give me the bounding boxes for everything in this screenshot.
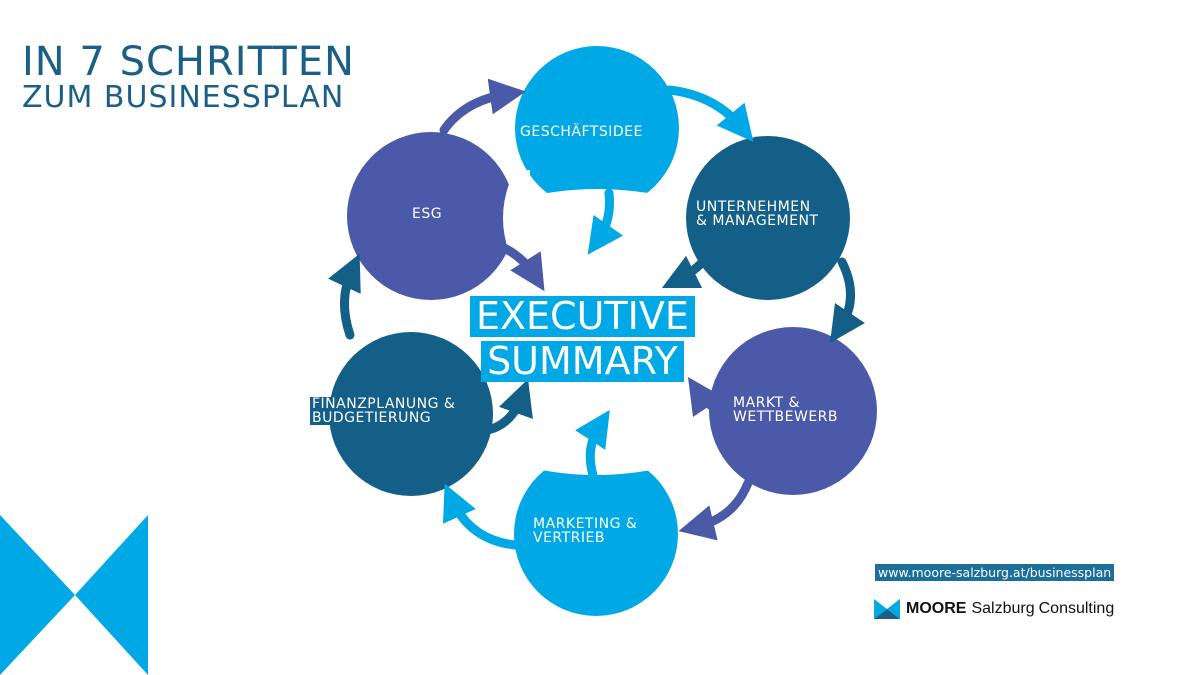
- step-label-line: BUDGETIERUNG: [310, 410, 434, 426]
- arrow-icon: [485, 237, 545, 292]
- title-line-2: ZUM BUSINESSPLAN: [22, 80, 345, 115]
- arrow-icon: [678, 478, 753, 541]
- arrow-icon: [439, 78, 526, 135]
- brand-moore: MOORE: [906, 600, 967, 617]
- step-label-line: FINANZPLANUNG &: [310, 396, 458, 412]
- step-label-line: GESCHÄFTSIDEE: [518, 124, 645, 140]
- step-label-geschaeftsidee: GESCHÄFTSIDEE: [518, 125, 645, 139]
- arrow-icon: [483, 379, 533, 435]
- center-line-1: EXECUTIVE: [470, 296, 695, 337]
- notch-esg: [502, 170, 530, 270]
- arrow-icon: [688, 377, 735, 418]
- arrow-icon: [830, 257, 865, 343]
- brand-logo: MOORE Salzburg Consulting: [874, 596, 1114, 622]
- page-title: IN 7 SCHRITTEN ZUM BUSINESSPLAN: [22, 42, 355, 114]
- arrow-icon: [587, 188, 624, 255]
- step-label-line: ESG: [410, 206, 445, 222]
- brand-salzburg: Salzburg: [971, 600, 1035, 617]
- step-label-line: WETTBEWERB: [731, 409, 841, 425]
- center-line-2: SUMMARY: [481, 341, 684, 382]
- step-label-finanzplanung: FINANZPLANUNG & BUDGETIERUNG: [310, 396, 458, 426]
- executive-summary-label: EXECUTIVE SUMMARY: [470, 296, 695, 386]
- arrow-icon: [328, 253, 361, 340]
- arrow-icon: [442, 483, 520, 550]
- arrow-icon: [575, 409, 610, 480]
- moore-corner-mark-icon: [0, 515, 148, 675]
- step-label-line: UNTERNEHMEN: [694, 199, 813, 215]
- brand-consulting: Consulting: [1038, 600, 1115, 617]
- step-label-markt: MARKT & WETTBEWERB: [731, 395, 841, 425]
- step-label-line: & MANAGEMENT: [694, 213, 821, 229]
- step-label-line: MARKETING &: [531, 516, 640, 532]
- step-label-line: MARKT &: [731, 395, 802, 411]
- step-label-marketing: MARKETING & VERTRIEB: [531, 516, 640, 546]
- moore-logo-icon: [874, 599, 900, 619]
- notch-geschaeftsidee: [515, 189, 680, 215]
- step-label-line: VERTRIEB: [531, 530, 607, 546]
- website-link[interactable]: www.moore-salzburg.at/businessplan: [875, 564, 1115, 581]
- step-label-esg: ESG: [410, 206, 445, 222]
- step-label-unternehmen: UNTERNEHMEN & MANAGEMENT: [694, 199, 821, 229]
- notch-marketing: [515, 450, 678, 475]
- arrow-icon: [664, 85, 754, 142]
- arrow-icon: [661, 245, 718, 289]
- title-line-1: IN 7 SCHRITTEN: [22, 39, 355, 85]
